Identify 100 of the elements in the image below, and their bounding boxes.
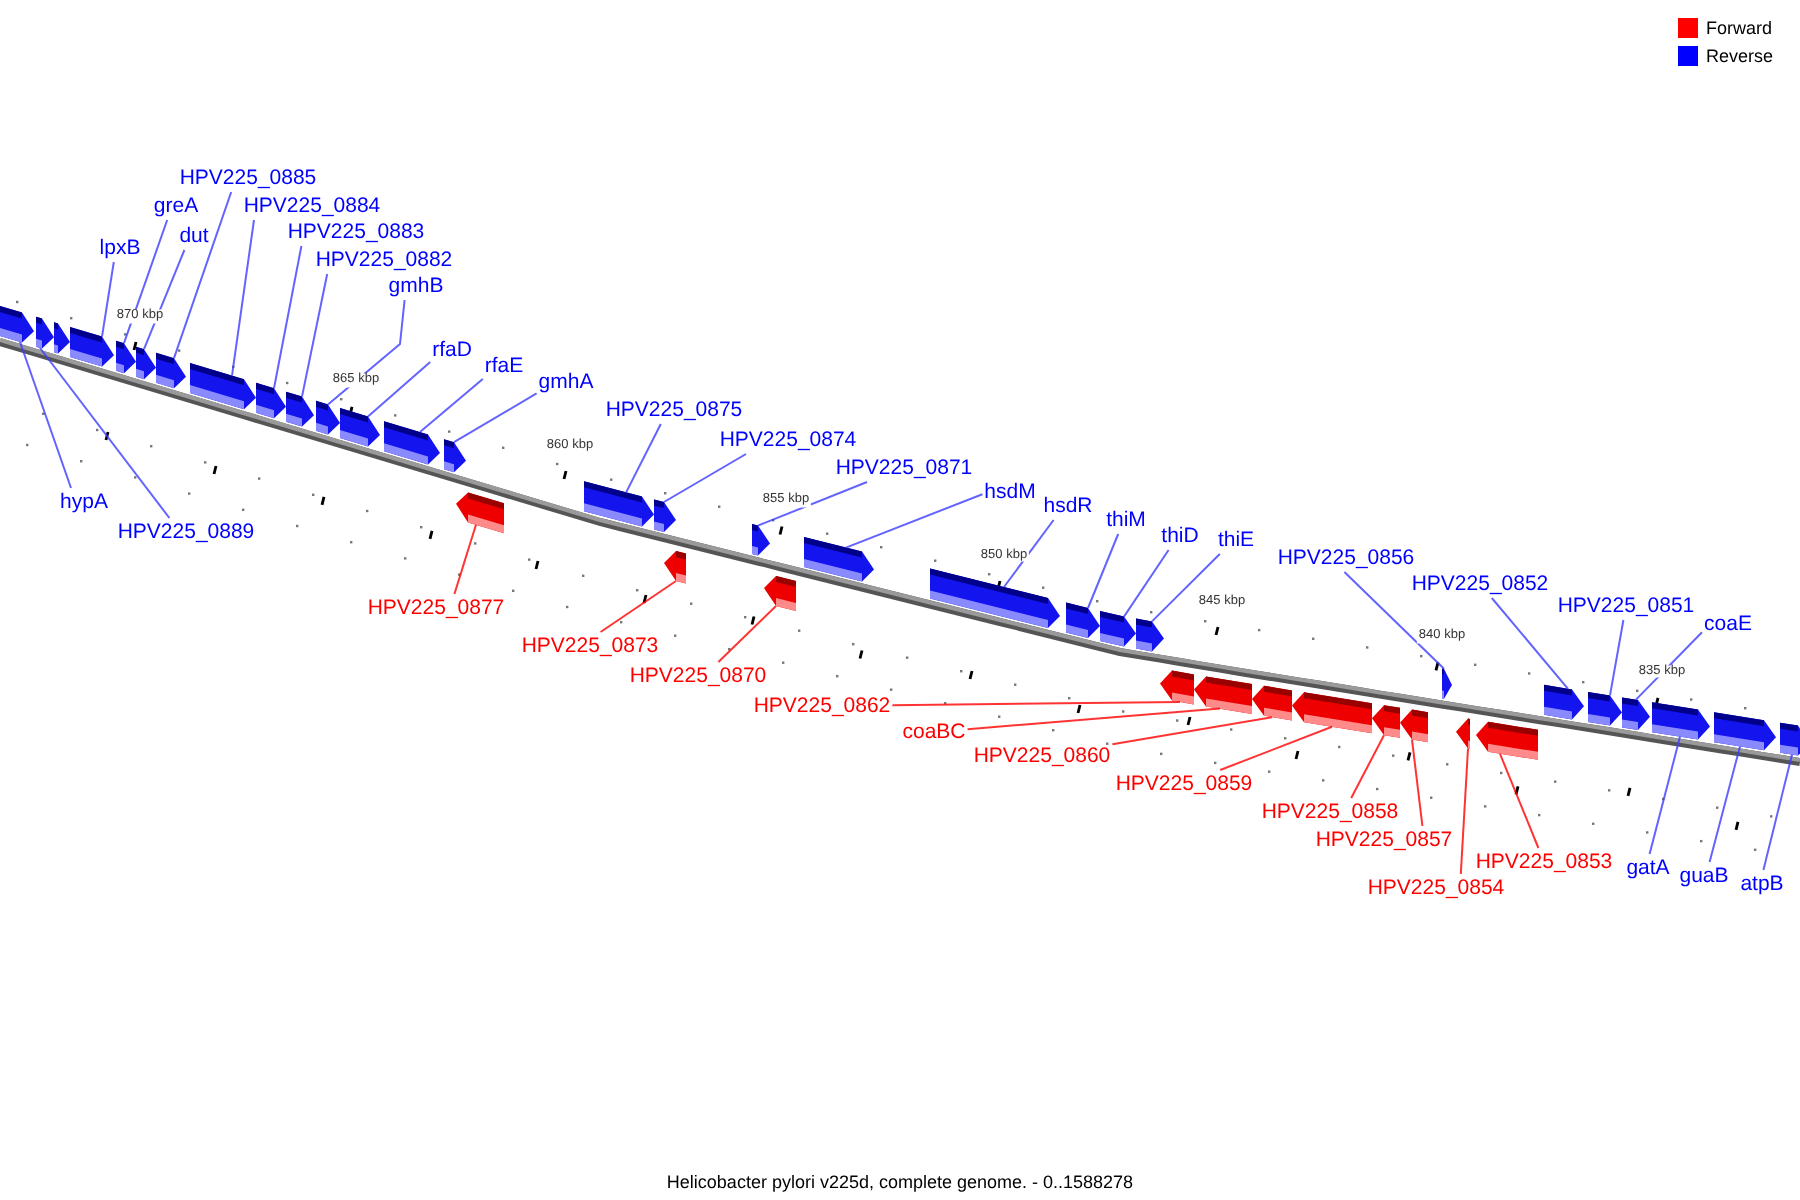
gene-label: HPV225_0858	[1261, 800, 1399, 824]
leader-line	[757, 481, 868, 527]
gene-label: rfaE	[484, 354, 524, 378]
gene-bar	[456, 492, 504, 534]
gene-bar	[752, 524, 770, 556]
leader-line	[625, 423, 662, 494]
leader-line	[453, 523, 477, 595]
leader-line	[1087, 533, 1120, 609]
gene-bar	[1160, 670, 1194, 705]
gene-bar	[54, 322, 70, 354]
gene-bar	[1622, 697, 1650, 730]
gene-bar	[654, 499, 676, 532]
leader-line	[301, 273, 329, 398]
leader-line	[1003, 519, 1055, 588]
gene-bar	[384, 421, 440, 465]
leader-line	[1490, 597, 1569, 690]
gene-bar	[1252, 685, 1292, 721]
gene-bar	[930, 568, 1060, 628]
gene-label: HPV225_0870	[629, 664, 767, 688]
leader-line	[1343, 571, 1445, 670]
gene-label: HPV225_0871	[835, 456, 973, 480]
leader-line	[1708, 745, 1741, 863]
gene-label: thiD	[1161, 524, 1199, 548]
gene-bar	[156, 352, 186, 389]
gene-bar	[1066, 602, 1100, 638]
leader-line	[717, 605, 777, 663]
gene-bar	[764, 576, 796, 611]
leader-line	[1151, 553, 1221, 623]
leader-line	[123, 219, 169, 345]
leader-line	[453, 392, 538, 444]
leader-line	[1499, 752, 1540, 849]
gene-label: HPV225_0852	[1411, 572, 1549, 596]
gene-bar	[36, 316, 54, 349]
leader-line	[327, 299, 406, 406]
gene-label: gmhB	[388, 274, 444, 298]
gene-label: HPV225_0885	[179, 166, 317, 190]
gene-label: coaBC	[902, 720, 966, 744]
leader-line	[891, 701, 1181, 707]
gene-label: gmhA	[538, 370, 594, 394]
gene-bar	[1544, 684, 1584, 720]
leader-line	[1459, 747, 1469, 875]
gene-label: HPV225_0884	[243, 194, 381, 218]
gene-label: dut	[179, 224, 209, 248]
gene-bar	[1442, 668, 1452, 699]
gene-label: atpB	[1740, 872, 1784, 896]
gene-label: HPV225_0862	[753, 694, 891, 718]
gene-label: HPV225_0859	[1115, 772, 1253, 796]
leader-line	[39, 347, 171, 519]
gene-bar	[1194, 676, 1252, 714]
gene-label: lpxB	[99, 236, 141, 260]
gene-bar	[1476, 721, 1538, 760]
leader-line	[1648, 735, 1681, 855]
legend-label: Forward	[1706, 19, 1773, 37]
gene-label: HPV225_0877	[367, 596, 505, 620]
gene-label: hsdM	[984, 480, 1036, 504]
leader-line	[1123, 549, 1170, 618]
leader-line	[966, 707, 1221, 731]
gene-bar	[1136, 618, 1164, 652]
gene-bar	[804, 537, 874, 582]
gene-label: HPV225_0883	[287, 220, 425, 244]
gene-bar	[1780, 722, 1800, 756]
gene-label: HPV225_0857	[1315, 828, 1453, 852]
gene-label: HPV225_0851	[1557, 594, 1695, 618]
gene-label: HPV225_0873	[521, 634, 659, 658]
gene-bar	[116, 340, 136, 374]
gene-bar	[1588, 692, 1622, 726]
gene-bar	[1100, 611, 1136, 647]
leader-line	[367, 361, 432, 418]
leader-line	[101, 261, 115, 338]
leader-line	[143, 249, 186, 351]
leader-line	[1609, 619, 1625, 697]
gene-bar	[1456, 718, 1470, 749]
leader-line	[1219, 725, 1333, 771]
gene-label: coaE	[1704, 612, 1752, 636]
gene-label: thiE	[1217, 528, 1255, 552]
gene-label: HPV225_0875	[605, 398, 743, 422]
gene-label: HPV225_0853	[1475, 850, 1613, 874]
gene-bar	[316, 400, 340, 435]
gene-label: gatA	[1626, 856, 1670, 880]
leader-line	[231, 219, 255, 377]
gene-label: guaB	[1679, 864, 1729, 888]
gene-bar	[444, 439, 466, 473]
leader-line	[663, 453, 747, 503]
leader-line	[419, 378, 484, 433]
gene-label: thiM	[1106, 508, 1146, 532]
gene-bar	[1714, 712, 1776, 751]
gene-label: HPV225_0856	[1277, 546, 1415, 570]
gene-bar	[1372, 705, 1400, 738]
gene-bar	[664, 551, 686, 584]
gene-label: hypA	[60, 490, 108, 514]
leader-line	[1411, 738, 1424, 827]
leader-line	[1762, 753, 1793, 871]
leader-line	[845, 493, 984, 549]
gene-bar	[286, 391, 314, 427]
gene-label: HPV225_0854	[1367, 876, 1505, 900]
gene-bar	[1400, 709, 1428, 743]
leader-line	[273, 245, 303, 390]
gene-label: greA	[153, 194, 199, 218]
gene-label: HPV225_0882	[315, 248, 453, 272]
gene-label: rfaD	[432, 338, 472, 362]
